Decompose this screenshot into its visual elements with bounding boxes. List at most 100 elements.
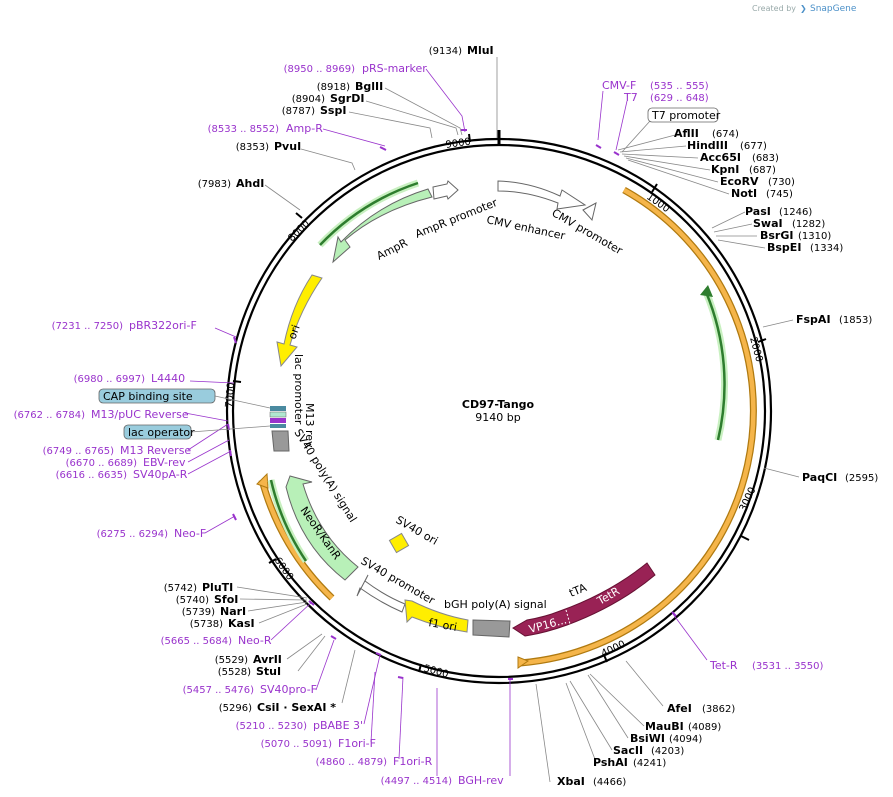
- label-sv40-promoter: SV40 promoter: [359, 554, 438, 607]
- enzyme-acc65i-pos: (683): [752, 153, 779, 164]
- ori-feature[interactable]: [276, 274, 323, 368]
- enzyme-kpni: KpnI: [711, 163, 739, 176]
- enzyme-leader-lines: [236, 57, 800, 783]
- tick-9000: 9000: [445, 137, 472, 151]
- enzyme-sgrdi-pos: (8904): [292, 94, 325, 105]
- neor-kanr-feature[interactable]: [285, 475, 359, 581]
- tick-6000-mark: [268, 558, 277, 564]
- green-orf-left-arc: [269, 479, 308, 562]
- enzyme-avrii: AvrII: [253, 653, 282, 666]
- green-orf-right-arc: [704, 291, 726, 441]
- primer-sv40pro-f-pos: (5457 .. 5476): [183, 685, 255, 696]
- tta-feature[interactable]: [512, 562, 656, 637]
- m13-rev-box[interactable]: [270, 418, 286, 423]
- primer-amp-r-pos: (8533 .. 8552): [208, 124, 280, 135]
- enzyme-aflii-pos: (674): [712, 129, 739, 140]
- primer-t7: T7: [623, 91, 638, 104]
- primer-f1ori-r: F1ori-R: [393, 755, 433, 768]
- tick-9000-mark: [468, 133, 471, 143]
- sv40-polya-feature[interactable]: [271, 430, 290, 452]
- lac-operator-box[interactable]: [270, 424, 286, 428]
- t7-promoter-box[interactable]: [647, 107, 719, 123]
- lac-operator-label: lac operator: [128, 426, 195, 439]
- primer-m13-puc-reverse-pos: (6762 .. 6784): [14, 410, 86, 421]
- neo-orf-arrowhead: [256, 472, 269, 489]
- f1-ori-feature[interactable]: [404, 599, 469, 633]
- enzyme-pvui-pos: (8353): [236, 142, 269, 153]
- enzyme-bsiwi-pos: (4094): [669, 734, 702, 745]
- enzyme-sacii-pos: (4203): [651, 746, 684, 757]
- sv40-ori-feature[interactable]: [388, 532, 410, 554]
- primer-neo-f: Neo-F: [174, 527, 206, 540]
- primer-pbr322ori-f: pBR322ori-F: [129, 319, 197, 332]
- enzyme-swai: SwaI: [753, 217, 783, 230]
- primer-leader-lines: [184, 68, 708, 776]
- tick-5000: 5000: [422, 663, 449, 680]
- label-ori: ori: [286, 323, 303, 341]
- enzyme-paqci-pos: (2595): [845, 473, 878, 484]
- green-orf-right-arrowhead: [700, 285, 713, 297]
- bgh-polya-feature[interactable]: [472, 619, 511, 638]
- label-ampr: AmpR: [374, 236, 410, 263]
- enzyme-hindiii: HindIII: [687, 139, 728, 152]
- enzyme-bsiwi: BsiWI: [630, 732, 665, 745]
- primer-tet-r-pos: (3531 .. 3550): [752, 661, 824, 672]
- tick-8000: 8000: [286, 218, 312, 244]
- tta-orf-arrowhead: [517, 656, 530, 669]
- enzyme-xbai-pos: (4466): [593, 777, 626, 788]
- primer-cmv-f: CMV-F: [602, 79, 636, 92]
- enzyme-kpni-pos: (687): [749, 165, 776, 176]
- snapgene-logo-icon: ❯: [800, 4, 807, 13]
- enzyme-nari: NarI: [220, 605, 246, 618]
- enzyme-swai-pos: (1282): [792, 219, 825, 230]
- primer-pbabe-3-pos: (5210 .. 5230): [236, 721, 308, 732]
- tick-group: 1000 2000 3000 4000 5000 6000 7000 8000 …: [224, 133, 767, 680]
- boxed-labels: T7 promoter CAP binding site lac operato…: [98, 107, 721, 440]
- primer-sv40pa-r: SV40pA-R: [133, 468, 188, 481]
- enzyme-kasi-pos: (5738): [190, 619, 223, 630]
- lac-promoter-box[interactable]: [269, 411, 287, 418]
- primer-pbr322ori-f-pos: (7231 .. 7250): [52, 321, 124, 332]
- sv40-promoter-feature[interactable]: [356, 574, 406, 613]
- primer-ebv-rev: EBV-rev: [143, 456, 186, 469]
- enzyme-stui: StuI: [256, 665, 281, 678]
- primer-labels: (8950 .. 8969) pRS-marker (8533 .. 8552)…: [14, 62, 824, 787]
- cmv-promoter-feature[interactable]: [582, 202, 597, 222]
- enzyme-pshai: PshAI: [593, 756, 628, 769]
- enzyme-kasi: KasI: [228, 617, 255, 630]
- cmv-enhancer-feature[interactable]: [497, 180, 587, 210]
- tick-4000-mark: [603, 654, 608, 663]
- enzyme-csii-sexai: CsiI · SexAI *: [257, 701, 336, 714]
- lac-operator-label-box[interactable]: [123, 424, 192, 440]
- tick-7000: 7000: [224, 382, 237, 408]
- tick-1000-mark: [651, 183, 658, 193]
- enzyme-pshai-pos: (4241): [633, 758, 666, 769]
- tick-7000-mark: [232, 380, 242, 383]
- enzyme-bspei-pos: (1334): [810, 243, 843, 254]
- tick-8000-mark: [295, 212, 303, 219]
- primer-sv40pro-f: SV40pro-F: [260, 683, 317, 696]
- label-bgh-polya: bGH poly(A) signal: [444, 598, 547, 611]
- cap-binding-box[interactable]: [270, 406, 286, 411]
- ampr-promoter-feature[interactable]: [432, 180, 459, 200]
- label-lac-promoter: lac promoter: [292, 354, 305, 425]
- primer-l4440-pos: (6980 .. 6997): [74, 374, 146, 385]
- watermark-created-by: Created by: [752, 4, 796, 13]
- enzyme-afei: AfeI: [667, 702, 692, 715]
- primer-f1ori-f: F1ori-F: [338, 737, 376, 750]
- cap-binding-site-box[interactable]: [98, 388, 216, 404]
- tick-6000: 6000: [272, 555, 296, 582]
- vp16-divider: [565, 609, 571, 625]
- enzyme-nari-pos: (5739): [182, 607, 215, 618]
- enzyme-sspi-pos: (8787): [282, 106, 315, 117]
- primer-cmv-f-pos: (535 .. 555): [650, 81, 709, 92]
- primer-neo-f-pos: (6275 .. 6294): [97, 529, 169, 540]
- primer-amp-r: Amp-R: [286, 122, 323, 135]
- primer-m13-reverse-pos: (6749 .. 6765): [43, 446, 115, 457]
- label-m13-rev: M13 rev: [303, 403, 316, 448]
- enzyme-labels: (9134) MluI (8918) BglII (8904) SgrDI (8…: [164, 44, 879, 788]
- snapgene-watermark: Created by ❯ SnapGene: [752, 4, 857, 14]
- primer-neo-r: Neo-R: [238, 634, 272, 647]
- ampr-feature[interactable]: [332, 188, 433, 264]
